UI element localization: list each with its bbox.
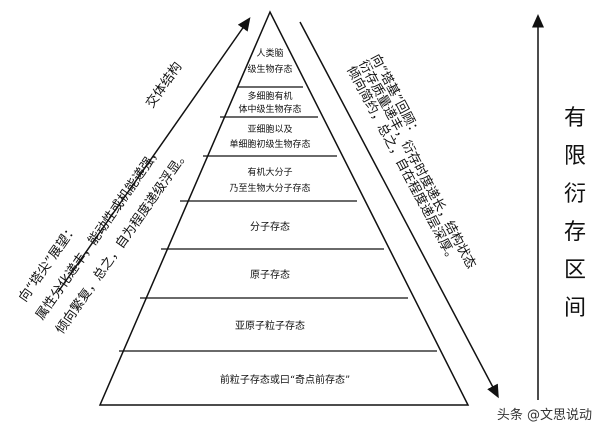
level-dividers <box>119 86 437 352</box>
level-4-line1: 有机大分子 <box>247 166 292 178</box>
level-4-line2: 乃至生物大分子存态 <box>229 182 310 194</box>
watermark: 头条 @文思说动 <box>496 408 592 423</box>
side-char-5: 区 <box>563 258 586 283</box>
side-char-6: 间 <box>563 296 586 321</box>
side-char-1: 有 <box>563 106 586 131</box>
level-7-label: 亚原子粒子存态 <box>235 319 305 332</box>
level-1-line2: 级生物存态 <box>247 63 292 75</box>
level-2-line2: 体中级生物存态 <box>238 103 301 115</box>
pyramid-outline <box>98 10 470 406</box>
level-1-line1: 人类脑 <box>256 47 283 59</box>
level-3-line2: 单细胞初级生物存态 <box>229 138 310 150</box>
side-char-4: 存 <box>563 220 586 245</box>
level-6-label: 原子存态 <box>250 268 290 281</box>
finite-existence-interval-label: 有 限 衍 存 区 间 <box>558 100 592 328</box>
level-8-label: 前粒子存态或曰“奇点前存态” <box>220 373 350 386</box>
left-arrow <box>57 17 251 293</box>
right-arrow <box>299 21 499 399</box>
level-5-label: 分子存态 <box>250 220 290 233</box>
level-2-line1: 多细胞有机 <box>247 90 292 102</box>
side-char-3: 衍 <box>563 182 586 207</box>
level-labels: 人类脑 级生物存态 多细胞有机 体中级生物存态 亚细胞以及 单细胞初级生物存态 … <box>220 47 350 386</box>
side-char-2: 限 <box>563 144 586 169</box>
level-3-line1: 亚细胞以及 <box>247 123 292 135</box>
